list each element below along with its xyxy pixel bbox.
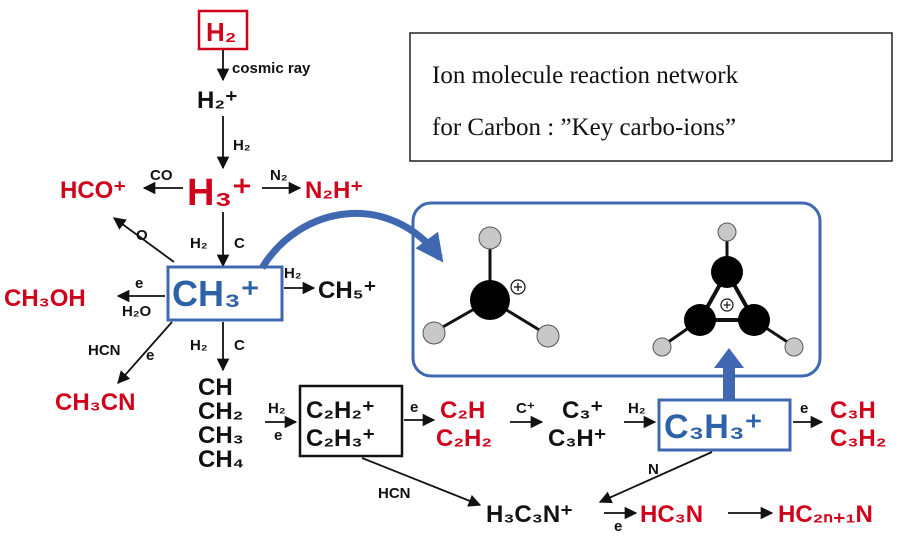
arrow-ch3plus-to-hcoplus	[112, 217, 175, 263]
ch3-plus-structure	[422, 226, 560, 348]
ch2: CH₂	[198, 398, 243, 425]
c2h2: C₂H₂	[436, 425, 492, 452]
c3h3-plus-structure	[652, 222, 804, 357]
c3h: C₃H	[830, 397, 876, 424]
reagent-e-chgroup: e	[274, 427, 282, 444]
c3h3-plus-box	[657, 398, 792, 452]
reagent-e-ch3oh: e	[135, 275, 143, 292]
reagent-e-ch3cn: e	[146, 347, 154, 364]
structures-box	[411, 201, 822, 378]
c3h2: C₃H₂	[830, 425, 886, 452]
reagent-c-a: C	[234, 235, 245, 252]
reagent-co: CO	[150, 167, 173, 184]
reagent-c-b: C	[234, 337, 245, 354]
c2h2-plus: C₂H₂⁺	[306, 397, 375, 424]
h3c3n-plus: H₃C₃N⁺	[486, 501, 573, 528]
reagent-hcn-ch3cn: HCN	[88, 342, 121, 359]
title-line-1: Ion molecule reaction network	[432, 62, 739, 89]
reagent-cosmic-ray: cosmic ray	[232, 60, 311, 77]
n2h-plus: N₂H⁺	[305, 177, 363, 204]
h2-box	[197, 9, 249, 51]
reagent-h2o: H₂O	[122, 303, 151, 320]
arrow-c2-to-h3c3n	[361, 457, 482, 507]
reagent-n2: N₂	[270, 167, 288, 184]
hc3n: HC₃N	[640, 501, 703, 528]
reagent-e-c3h: e	[800, 400, 808, 417]
ch3-plus-box	[166, 265, 284, 322]
reagent-c-plus: C⁺	[516, 400, 535, 417]
hco-plus: HCO⁺	[60, 177, 126, 204]
ch: CH	[198, 374, 233, 401]
title-line-2: for Carbon : ”Key carbo-ions”	[432, 114, 736, 141]
ch3-plus: CH₃⁺	[172, 273, 260, 314]
h2-top: H₂	[206, 17, 236, 47]
up-arrow-c3h3-structure	[714, 348, 744, 400]
reagent-h2-c3: H₂	[628, 400, 646, 417]
arrow-ch3plus-to-ch3cn	[117, 321, 173, 384]
h2-plus: H₂⁺	[197, 87, 238, 114]
c2h3-plus: C₂H₃⁺	[306, 425, 375, 452]
ch5-plus: CH₅⁺	[318, 277, 376, 304]
reagent-h2-a: H₂	[233, 137, 251, 154]
reagent-h2-b: H₂	[190, 235, 208, 252]
hc2n1n: HC₂ₙ₊₁N	[778, 501, 873, 528]
reagent-h2-ch5: H₂	[284, 265, 302, 282]
h3-plus: H₃⁺	[187, 172, 252, 214]
title-box	[409, 32, 893, 162]
reagent-h2-chgroup: H₂	[268, 400, 286, 417]
ch3oh: CH₃OH	[4, 285, 86, 312]
arrow-c3h3plus-to-h3c3n	[598, 451, 713, 504]
c2h: C₂H	[440, 397, 485, 424]
ch3: CH₃	[198, 422, 244, 449]
ch3cn: CH₃CN	[55, 389, 135, 416]
c3h3-plus: C₃H₃⁺	[664, 408, 763, 446]
reagent-e-h3c3n: e	[614, 518, 622, 535]
reagent-o: O	[136, 227, 148, 244]
c3h-plus: C₃H⁺	[548, 425, 606, 452]
reagent-h2-c: H₂	[190, 337, 208, 354]
reagent-hcn-h3c3n: HCN	[378, 485, 411, 502]
c2-box	[298, 384, 404, 458]
ch4: CH₄	[198, 446, 244, 473]
reagent-n: N	[648, 461, 659, 478]
reagent-e-c2h: e	[410, 399, 418, 416]
c3-plus: C₃⁺	[562, 397, 603, 424]
curved-arrow-ch3-structure	[259, 209, 444, 270]
